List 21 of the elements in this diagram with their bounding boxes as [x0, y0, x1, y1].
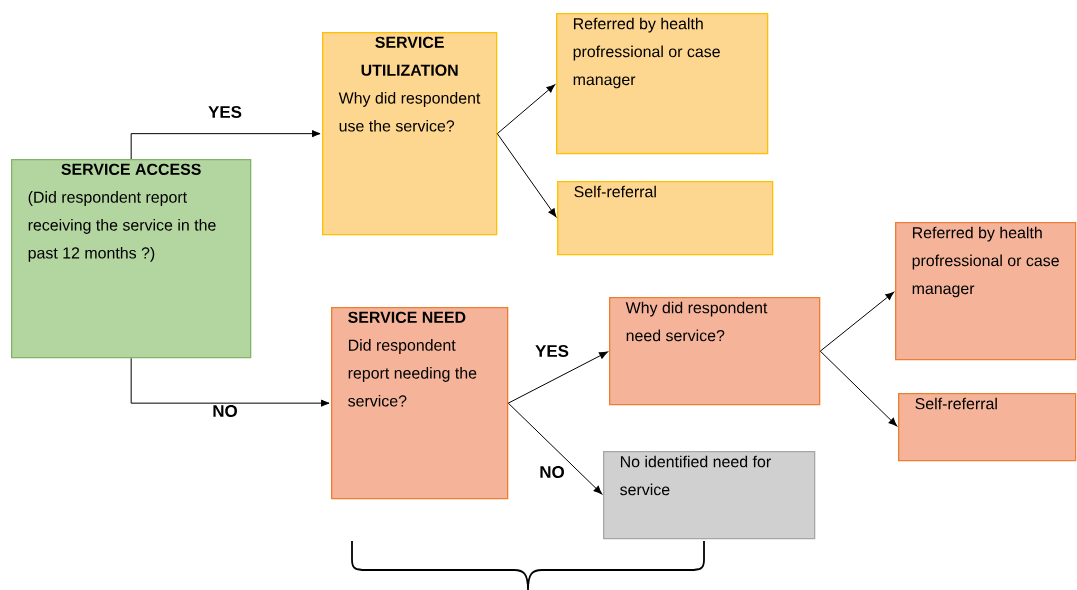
process-box: Referred by health profressional or case manager	[895, 222, 1077, 361]
arrow	[507, 351, 608, 404]
arrow	[819, 350, 898, 427]
edge-label: YES	[534, 344, 570, 358]
arrow	[496, 84, 556, 135]
arrow	[496, 133, 557, 218]
arrow	[130, 130, 321, 160]
edge-label: NO	[211, 404, 239, 418]
process-box: SERVICE ACCESS (Did respondent report receiving the service in the past 12 months ?)	[11, 159, 252, 359]
process-box: Why did respondent need service?	[609, 297, 821, 406]
arrow	[130, 357, 330, 407]
edge-label: NO	[538, 465, 566, 479]
process-box: SERVICE UTILIZATION Why did respondent use the service?	[322, 32, 498, 236]
process-box: SERVICE NEED Did respondent report needing the service?	[331, 307, 509, 500]
arrow	[507, 402, 603, 495]
arrow	[819, 291, 894, 352]
edge-label: YES	[207, 105, 243, 119]
process-box: Self-referral	[898, 393, 1077, 462]
process-box: No identified need for service	[603, 451, 816, 540]
process-box: Referred by health profressional or case manager	[556, 13, 769, 155]
process-box: Self-referral	[557, 181, 774, 256]
